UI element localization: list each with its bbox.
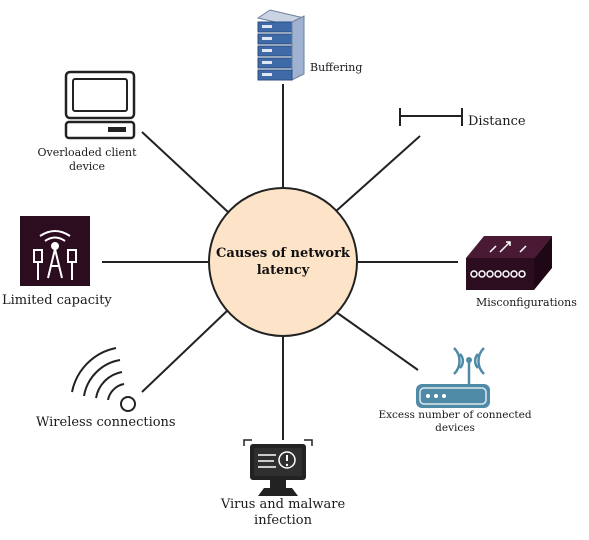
excess-devices-label-line2: devices xyxy=(435,422,475,435)
malware-icon xyxy=(243,439,313,496)
virus-malware-label: Virus and malware infection xyxy=(208,497,358,530)
antenna-icon xyxy=(20,216,90,286)
center-title: Causes of network latency xyxy=(210,246,356,280)
server-icon xyxy=(256,9,306,81)
spoke-lines xyxy=(102,84,458,440)
overloaded-client-label: Overloaded client device xyxy=(33,146,141,174)
spoke-overloaded xyxy=(141,131,229,213)
limited-capacity-label: Limited capacity xyxy=(2,293,112,308)
virus-malware-label-line1: Virus and malware xyxy=(220,497,346,512)
ruler-icon xyxy=(399,108,463,126)
center-title-line1: Causes of network xyxy=(216,246,350,261)
excess-devices-label: Excess number of connected devices xyxy=(370,409,540,435)
center-title-line2: latency xyxy=(256,262,310,278)
virus-malware-label-line2: infection xyxy=(254,513,312,529)
monitor-icon xyxy=(64,70,136,140)
spoke-distance xyxy=(334,135,421,213)
wireless-connections-label: Wireless connections xyxy=(36,415,176,430)
overloaded-client-label-line2: device xyxy=(69,159,105,173)
firewall-icon xyxy=(466,236,552,290)
buffering-label: Buffering xyxy=(310,61,363,74)
spoke-wireless xyxy=(141,309,229,393)
distance-label: Distance xyxy=(468,114,526,129)
overloaded-client-label-line1: Overloaded client xyxy=(37,146,137,159)
wifi-signal-icon xyxy=(71,347,136,412)
spoke-excess xyxy=(335,311,419,371)
excess-devices-label-line1: Excess number of connected xyxy=(378,409,532,421)
misconfigurations-label: Misconfigurations xyxy=(476,296,577,309)
router-icon xyxy=(416,347,490,408)
center-circle xyxy=(208,187,358,337)
